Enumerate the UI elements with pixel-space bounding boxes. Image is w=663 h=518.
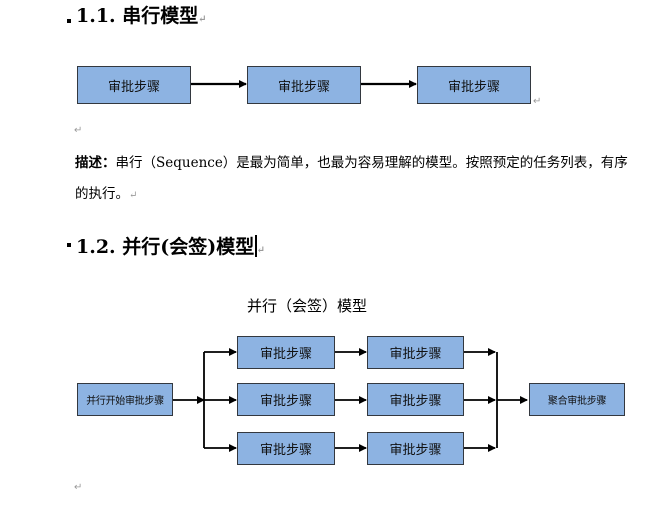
heading-bullet	[67, 19, 71, 23]
parallel-step-box-3a: 审批步骤	[237, 432, 335, 465]
serial-step-box-1: 审批步骤	[77, 66, 191, 104]
parallel-start-box: 并行开始审批步骤	[77, 383, 173, 416]
paragraph-mark: ↵	[198, 14, 207, 25]
description-text-line2: 的执行。	[75, 186, 129, 202]
description-label: 描述：	[75, 155, 116, 171]
paragraph-mark: ↵	[256, 245, 266, 256]
heading-bullet	[67, 243, 71, 247]
paragraph-mark: ↵	[129, 190, 138, 201]
description-paragraph-line2: 的执行。↵	[75, 184, 137, 204]
parallel-step-box-3b: 审批步骤	[367, 432, 464, 465]
paragraph-mark: ↵	[74, 482, 83, 493]
description-paragraph: 描述：串行（Sequence）是最为简单，也最为容易理解的模型。按照预定的任务列…	[75, 153, 628, 173]
parallel-step-box-2a: 审批步骤	[237, 383, 335, 416]
parallel-step-box-1a: 审批步骤	[237, 336, 335, 369]
paragraph-mark: ↵	[74, 125, 83, 136]
section-heading-parallel: 1.2. 并行(会签)模型↵	[76, 235, 266, 258]
parallel-step-box-2b: 审批步骤	[367, 383, 464, 416]
parallel-end-box: 聚合审批步骤	[529, 383, 625, 416]
description-text-line1: 串行（Sequence）是最为简单，也最为容易理解的模型。按照预定的任务列表，有…	[115, 155, 628, 171]
serial-step-box-3: 审批步骤	[417, 66, 531, 104]
parallel-step-box-1b: 审批步骤	[367, 336, 464, 369]
section-heading-serial: 1.1. 串行模型↵	[76, 5, 207, 27]
serial-step-box-2: 审批步骤	[247, 66, 361, 104]
text-cursor	[255, 235, 257, 257]
paragraph-mark: ↵	[533, 96, 542, 107]
diagram-title: 并行（会签）模型	[247, 297, 368, 315]
